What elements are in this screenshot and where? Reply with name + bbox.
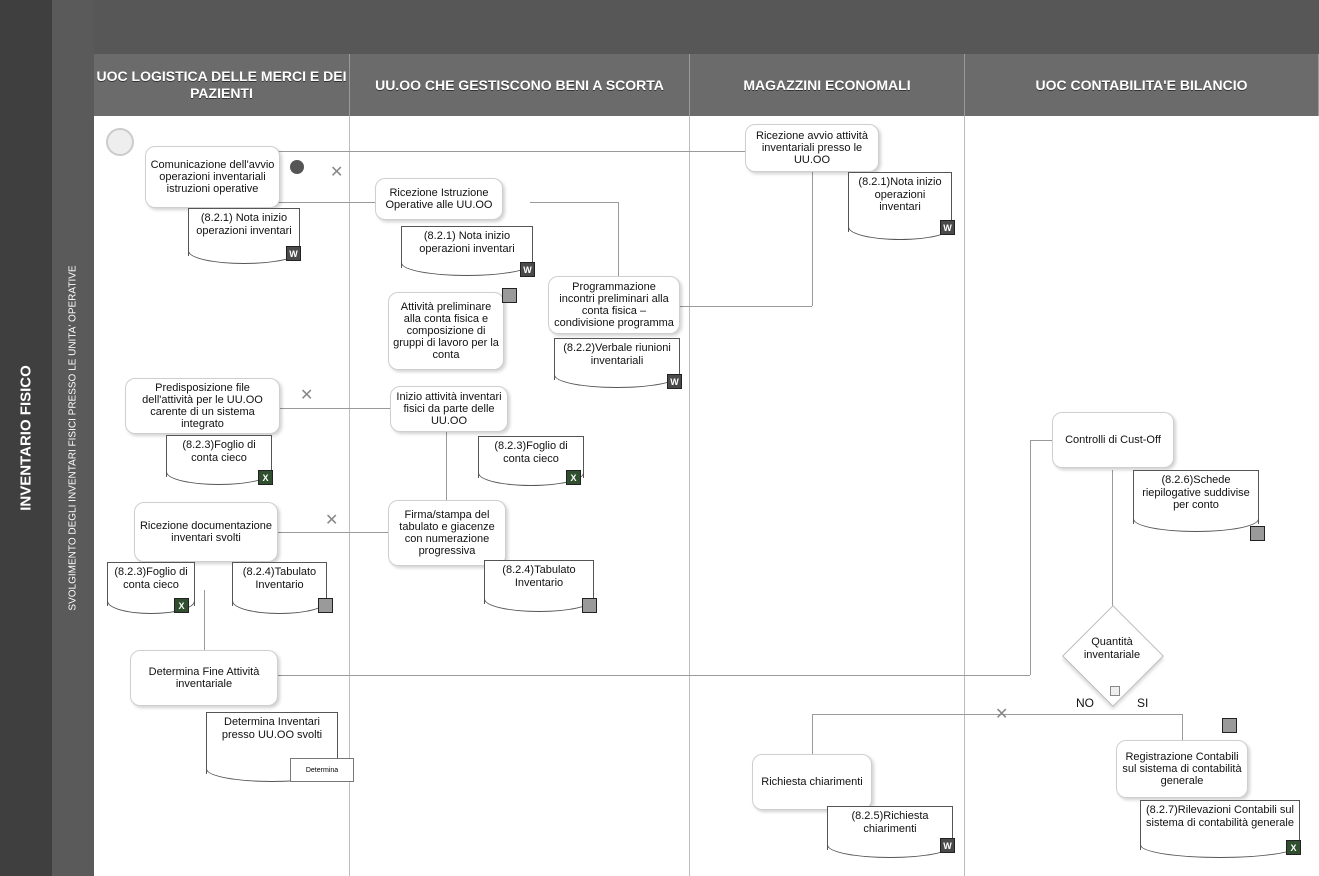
- connector: [812, 714, 813, 754]
- document-richiesta[interactable]: (8.2.5)Richiesta chiarimenti: [827, 806, 953, 858]
- person-icon: [290, 160, 304, 174]
- lane-header-contabilita: UOC CONTABILITA'E BILANCIO: [965, 54, 1319, 116]
- start-event: [106, 128, 134, 156]
- connector: [446, 430, 447, 500]
- document-foglio-1[interactable]: (8.2.3)Foglio di conta cieco: [166, 435, 272, 485]
- left-subtitle-bar: SVOLGIMENTO DEGLI INVENTARI FISICI PRESS…: [52, 0, 94, 876]
- word-icon: W: [667, 374, 682, 389]
- connector: [1030, 440, 1052, 441]
- decision-label: Quantità inventariale: [1083, 636, 1141, 662]
- document-schede[interactable]: (8.2.6)Schede riepilogative suddivise pe…: [1133, 470, 1259, 532]
- activity-registrazione[interactable]: Registrazione Contabili sul sistema di c…: [1116, 740, 1248, 798]
- top-bar: [94, 0, 1319, 54]
- note-icon: [582, 598, 597, 613]
- decision-no-label: NO: [1076, 696, 1094, 710]
- lane-magazzini: [690, 116, 965, 876]
- lane-logistica: [94, 116, 350, 876]
- activity-firma[interactable]: Firma/stampa del tabulato e giacenze con…: [388, 500, 506, 566]
- connector: [812, 714, 1182, 715]
- connector: [1182, 714, 1183, 740]
- document-nota-3[interactable]: (8.2.1)Nota inizio operazioni inventari: [848, 172, 952, 240]
- cross-icon: ✕: [995, 706, 1009, 723]
- activity-inizio[interactable]: Inizio attività inventari fisici da part…: [390, 386, 508, 432]
- connector: [680, 306, 812, 307]
- left-title-bar: INVENTARIO FISICO: [0, 0, 52, 876]
- excel-icon: X: [566, 470, 581, 485]
- activity-richiesta[interactable]: Richiesta chiarimenti: [752, 754, 872, 810]
- left-bar-subtitle: SVOLGIMENTO DEGLI INVENTARI FISICI PRESS…: [67, 265, 79, 611]
- activity-ricezione-avvio[interactable]: Ricezione avvio attività inventariali pr…: [745, 124, 879, 172]
- note-icon: [318, 598, 333, 613]
- activity-determina-fine[interactable]: Determina Fine Attività inventariale: [130, 650, 278, 706]
- connector: [235, 202, 380, 203]
- note-icon: [1222, 718, 1237, 733]
- activity-programmazione[interactable]: Programmazione incontri preliminari alla…: [548, 276, 680, 334]
- document-tabulato-1[interactable]: (8.2.4)Tabulato Inventario: [232, 562, 327, 614]
- connector: [1112, 470, 1113, 610]
- connector: [235, 151, 745, 152]
- word-icon: W: [286, 246, 301, 261]
- excel-icon: X: [258, 470, 273, 485]
- cross-icon: ✕: [300, 387, 314, 404]
- connector: [618, 202, 619, 280]
- connector: [812, 168, 813, 306]
- connector: [280, 408, 390, 409]
- cross-icon: ✕: [325, 512, 339, 529]
- document-verbale[interactable]: (8.2.2)Verbale riunioni inventariali: [554, 338, 680, 388]
- connector: [530, 202, 618, 203]
- document-nota-1[interactable]: (8.2.1) Nota inizio operazioni inventari: [188, 208, 300, 264]
- note-icon: [1250, 526, 1265, 541]
- excel-icon: X: [1286, 840, 1301, 855]
- cross-icon: ✕: [330, 164, 344, 181]
- lane-header-uuoo: UU.OO CHE GESTISCONO BENI A SCORTA: [350, 54, 690, 116]
- determina-small-doc: Determina: [290, 758, 354, 782]
- note-icon: [502, 288, 517, 303]
- word-icon: W: [940, 220, 955, 235]
- lane-header-magazzini: MAGAZZINI ECONOMALI: [690, 54, 965, 116]
- left-bar-title: INVENTARIO FISICO: [17, 365, 35, 511]
- connector: [278, 532, 390, 533]
- activity-predisposizione[interactable]: Predisposizione file dell'attività per l…: [125, 378, 280, 434]
- connector: [1030, 440, 1031, 675]
- word-icon: W: [520, 262, 535, 277]
- lane-header-logistica: UOC LOGISTICA DELLE MERCI E DEI PAZIENTI: [94, 54, 350, 116]
- activity-controlli[interactable]: Controlli di Cust-Off: [1052, 412, 1174, 468]
- activity-attivita-preliminare[interactable]: Attività preliminare alla conta fisica e…: [388, 292, 504, 370]
- connector: [278, 675, 1030, 676]
- determina-small-label: Determina: [305, 766, 339, 774]
- activity-ricezione-doc[interactable]: Ricezione documentazione inventari svolt…: [134, 502, 278, 562]
- gateway-icon: [1110, 686, 1120, 696]
- decision-si-label: SI: [1137, 696, 1149, 710]
- connector: [204, 590, 205, 650]
- document-nota-2[interactable]: (8.2.1) Nota inizio operazioni inventari: [401, 226, 533, 276]
- document-rilevazioni[interactable]: (8.2.7)Rilevazioni Contabili sul sistema…: [1140, 800, 1300, 858]
- excel-icon: X: [174, 598, 189, 613]
- document-tabulato-2[interactable]: (8.2.4)Tabulato Inventario: [484, 560, 594, 612]
- activity-ricezione-istruzione[interactable]: Ricezione Istruzione Operative alle UU.O…: [375, 178, 503, 220]
- word-icon: W: [940, 838, 955, 853]
- activity-comunicazione[interactable]: Comunicazione dell'avvio operazioni inve…: [145, 146, 280, 208]
- lane-uuoo: [350, 116, 690, 876]
